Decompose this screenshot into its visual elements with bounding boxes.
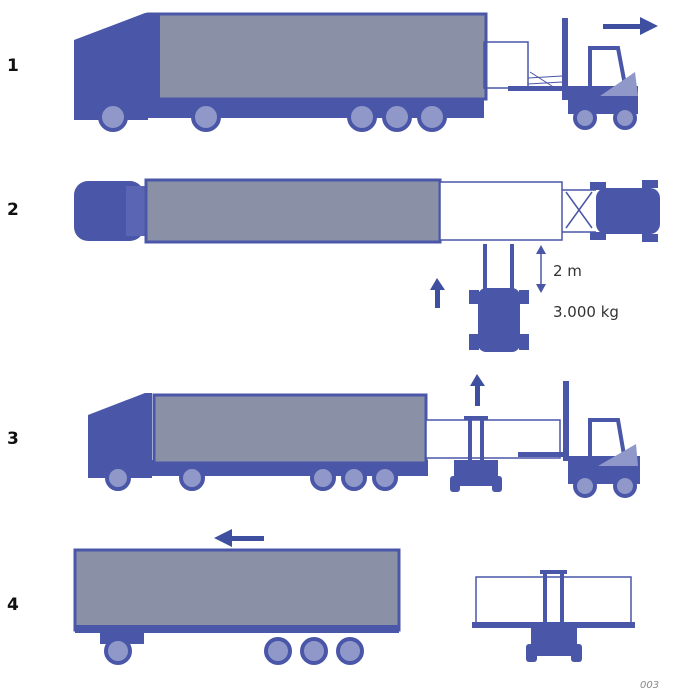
step3-trailer-box [152,393,428,465]
step2-container-icon [439,181,563,241]
step1-container-icon [483,41,529,89]
step4-trailer-box [73,548,401,632]
step4-container-icon [475,576,632,626]
step-number-4: 4 [7,595,19,615]
step3-wheel [310,465,336,491]
step1-direction-arrow-icon [603,17,658,35]
step1-wheel [191,102,221,132]
step3-forklift-front-icon [450,416,502,492]
step4-direction-arrow-icon [214,529,264,547]
step4-trailer [73,548,401,665]
step2-forklift-top-icon [590,180,660,242]
step1-wheel [347,102,377,132]
step3-truck [88,393,428,491]
step1-wheel [417,102,447,132]
step2-direction-arrow-icon [430,278,445,308]
step2-truck-top-view [74,178,442,244]
step-number-2: 2 [7,200,19,220]
step4-wheel [104,637,132,665]
step3-direction-arrow-icon [470,374,485,406]
step2-forklift-below-icon [469,244,529,352]
lift-height-dimension-arrow-icon [536,245,546,293]
step4-wheel [264,637,292,665]
step3-container-icon [425,419,561,459]
step4-wheel [300,637,328,665]
step3-wheel [179,465,205,491]
lift-height-label: 2 m [553,262,582,280]
step4-wheel [336,637,364,665]
step1-truck [74,12,488,132]
step1-trailer-box [146,12,488,101]
step1-wheel [382,102,412,132]
lift-capacity-label: 3.000 kg [553,303,619,321]
step3-truck-cab-icon [88,393,152,478]
step2-trailer-box [144,178,442,244]
step1-forklift-icon [508,18,638,130]
step1-truck-chassis [74,98,484,118]
step3-wheel [105,465,131,491]
step3-wheel [372,465,398,491]
figure-reference: 003 [640,680,660,691]
step1-wheel [98,102,128,132]
step3-wheel [341,465,367,491]
step1-truck-cab-icon [74,13,148,120]
step3-forklift-side-icon [563,381,640,498]
step-number-1: 1 [7,56,19,76]
step4-forklift-front-icon [526,570,582,662]
step-number-3: 3 [7,429,19,449]
